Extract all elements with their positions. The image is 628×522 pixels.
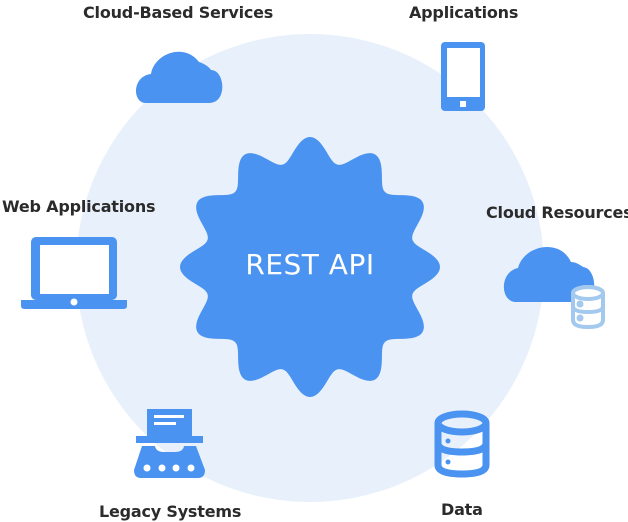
database-icon bbox=[434, 410, 490, 478]
rest-api-gear-shape bbox=[180, 137, 440, 397]
small-database-icon bbox=[571, 285, 605, 330]
label-legacy-systems: Legacy Systems bbox=[99, 502, 242, 521]
label-cloud-based-services: Cloud-Based Services bbox=[83, 3, 274, 22]
cloud-database-icon bbox=[503, 247, 605, 330]
rest-api-title: REST API bbox=[245, 248, 375, 281]
label-data: Data bbox=[441, 500, 483, 519]
cloud-icon bbox=[136, 51, 223, 103]
label-web-applications: Web Applications bbox=[2, 197, 156, 216]
typewriter-icon bbox=[134, 409, 205, 478]
smartphone-icon bbox=[441, 42, 485, 111]
laptop-icon bbox=[21, 237, 127, 309]
label-applications: Applications bbox=[409, 3, 519, 22]
label-cloud-resources: Cloud Resources bbox=[486, 203, 628, 222]
